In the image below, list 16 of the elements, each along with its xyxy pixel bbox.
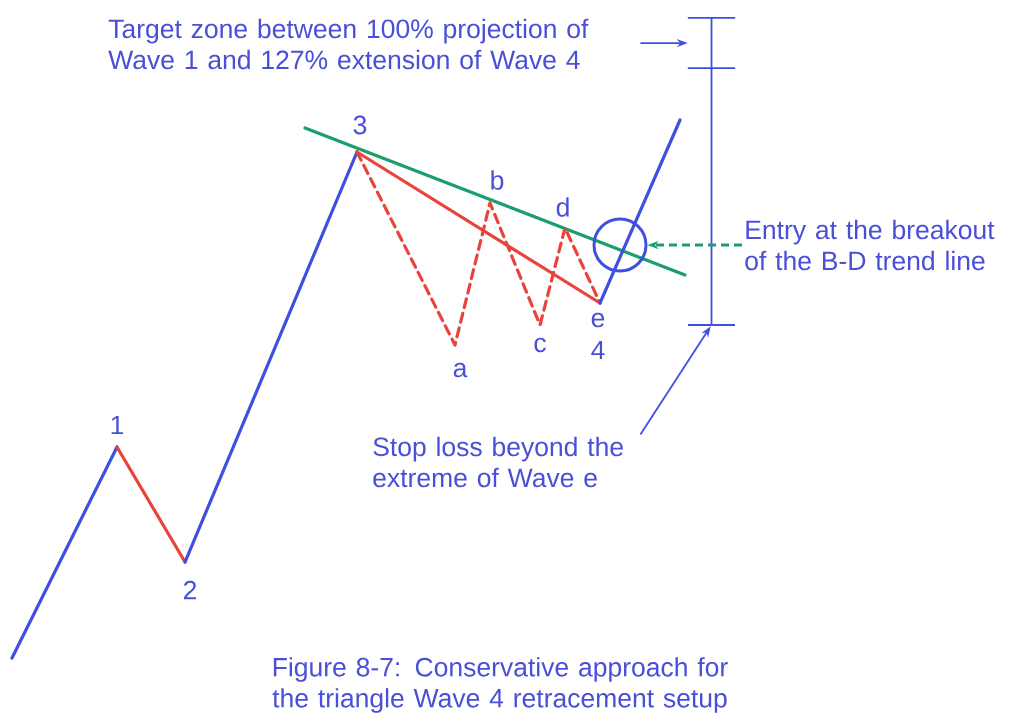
wave-label: e bbox=[591, 312, 605, 328]
callout-text: Entry at the breakout of the B-D trend line bbox=[745, 219, 995, 271]
wave-label: b bbox=[491, 170, 504, 190]
wave-label: 1 bbox=[111, 415, 124, 435]
figure-caption: Figure 8-7: Conservative approach for the triangle Wave 4 retracement setup bbox=[272, 657, 728, 713]
wave-label: c bbox=[534, 337, 546, 353]
wave-label: a bbox=[453, 362, 468, 378]
callout-text: Target zone between 100% projection of Wave 1 and 127% extension of Wave 4 bbox=[108, 18, 589, 70]
wave-label: 2 bbox=[183, 580, 197, 600]
breakout-circle bbox=[592, 217, 648, 273]
wave-label: 3 bbox=[353, 115, 367, 135]
stop-loss-tick bbox=[688, 324, 735, 326]
callout-text: Stop loss beyond the extreme of Wave e bbox=[373, 436, 623, 488]
wave-label: 4 bbox=[591, 340, 605, 360]
target-zone-bracket bbox=[686, 16, 737, 70]
wave-label: d bbox=[556, 197, 569, 217]
